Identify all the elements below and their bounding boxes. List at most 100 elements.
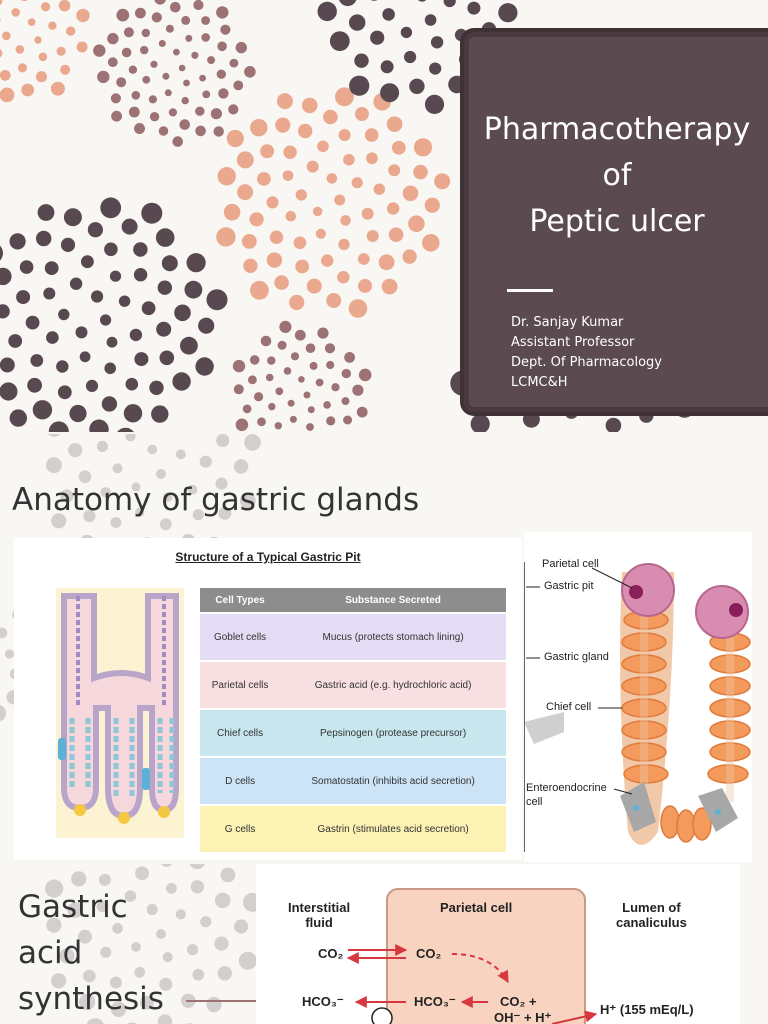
decorative-dot <box>121 47 132 58</box>
decorative-dot <box>199 455 212 468</box>
decorative-dot <box>218 88 229 99</box>
decorative-dot <box>192 509 204 521</box>
decorative-dot <box>326 293 342 308</box>
decorative-dot <box>217 41 227 52</box>
substance-secreted: Pepsinogen (protease precursor) <box>280 710 506 756</box>
decorative-dot <box>216 434 230 447</box>
decorative-dot <box>249 355 260 365</box>
decorative-dot <box>344 352 355 363</box>
decorative-dot <box>605 417 622 432</box>
decorative-dot <box>106 336 118 348</box>
slide-heading: Gastric acid synthesis <box>18 889 164 1017</box>
decorative-dot <box>78 929 92 944</box>
decorative-dot <box>257 417 266 427</box>
decorative-dot <box>317 1 337 22</box>
decorative-dot <box>76 8 90 23</box>
decorative-dot <box>162 492 173 502</box>
decorative-dot <box>306 160 319 173</box>
decorative-dot <box>110 93 121 104</box>
decorative-dot <box>60 489 74 503</box>
decorative-dot <box>112 463 123 474</box>
label-gastric-gland: Gastric gland <box>544 651 609 663</box>
decorative-dot <box>324 343 336 354</box>
decorative-dot <box>48 21 57 30</box>
decorative-dot <box>78 470 92 483</box>
decorative-dot <box>339 0 357 7</box>
decorative-dot <box>154 0 166 5</box>
decorative-dot <box>343 153 355 166</box>
decorative-dot <box>173 48 180 56</box>
decorative-dot <box>356 406 368 418</box>
label-parietal-cell: Parietal cell <box>440 900 513 915</box>
decorative-dot <box>343 415 353 425</box>
decorative-dot <box>0 87 15 103</box>
decorative-dot <box>156 929 166 939</box>
decorative-dot <box>323 401 331 409</box>
decorative-dot <box>83 510 96 523</box>
decorative-dot <box>243 258 258 273</box>
decorative-dot <box>218 506 232 520</box>
decorative-dot <box>89 419 109 432</box>
decorative-dot <box>409 78 425 95</box>
decorative-dot <box>195 125 206 137</box>
decorative-dot <box>181 96 189 105</box>
decorative-dot <box>386 116 403 132</box>
decorative-dot <box>58 308 70 321</box>
decorative-dot <box>429 62 442 75</box>
decorative-dot <box>349 75 370 96</box>
decorative-dot <box>57 385 72 400</box>
decorative-dot <box>50 81 65 96</box>
decorative-dot <box>190 880 205 894</box>
decorative-dot <box>199 74 207 82</box>
decorative-dot <box>289 294 305 311</box>
decorative-dot <box>237 184 254 201</box>
decorative-dot <box>244 66 256 78</box>
decorative-dot <box>214 936 229 951</box>
decorative-dot <box>0 245 3 261</box>
decorative-dot <box>67 902 83 918</box>
decorative-dot <box>141 202 163 224</box>
decorative-dot <box>104 242 118 257</box>
label-gastric-pit: Gastric pit <box>544 580 594 592</box>
decorative-dot <box>195 106 205 116</box>
decorative-dot <box>0 704 6 722</box>
decorative-dot <box>402 249 417 264</box>
decorative-dot <box>361 207 374 220</box>
decorative-dot <box>216 6 229 19</box>
table-header-substance: Substance Secreted <box>280 588 506 612</box>
decorative-dot <box>232 359 246 373</box>
decorative-dot <box>21 83 35 97</box>
decorative-dot <box>0 69 11 81</box>
decorative-dot <box>260 144 275 159</box>
decorative-dot <box>305 343 316 354</box>
decorative-dot <box>207 56 216 65</box>
decorative-dot <box>46 917 62 933</box>
decorative-dot <box>470 414 490 432</box>
decorative-dot <box>216 69 226 79</box>
decorative-dot <box>165 24 174 33</box>
decorative-dot <box>266 252 283 268</box>
decorative-dot <box>2 31 11 41</box>
slide-heading: Anatomy of gastric glands <box>12 482 420 518</box>
decorative-dot <box>187 484 198 495</box>
decorative-dot <box>104 362 116 375</box>
decorative-dot <box>282 170 294 182</box>
decorative-dot <box>275 117 291 133</box>
decorative-dot <box>424 14 437 26</box>
decorative-dot <box>388 164 401 177</box>
decorative-dot <box>45 457 62 474</box>
decorative-dot <box>338 129 351 141</box>
cell-type: D cells <box>200 758 281 804</box>
decorative-dot <box>180 336 198 355</box>
decorative-dot <box>158 40 166 47</box>
label-parietal-cell: Parietal cell <box>542 558 599 570</box>
decorative-dot <box>48 421 69 432</box>
decorative-dot <box>135 507 145 517</box>
decorative-dot <box>289 415 297 423</box>
decorative-dot <box>41 2 51 12</box>
decorative-dot <box>60 64 71 75</box>
decorative-dot <box>123 27 134 38</box>
decorative-dot <box>81 255 94 269</box>
decorative-dot <box>326 360 335 370</box>
